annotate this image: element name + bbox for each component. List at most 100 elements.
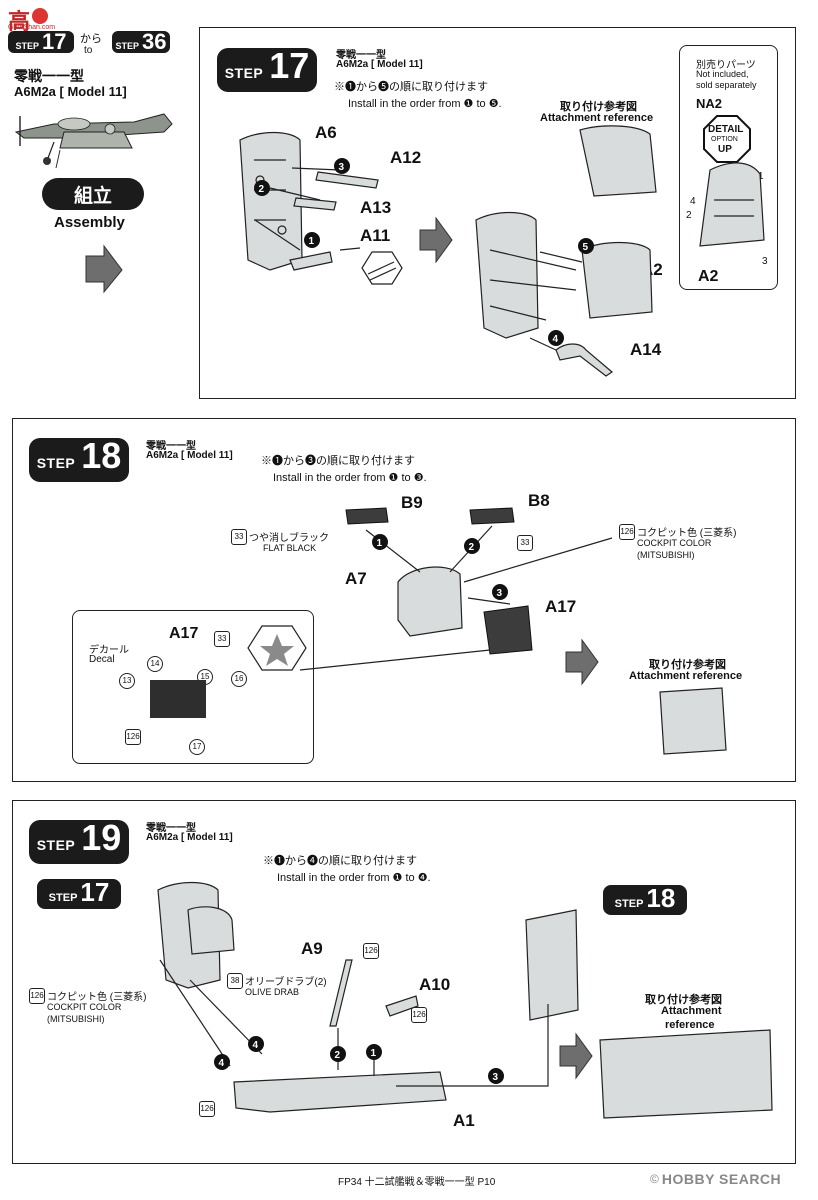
assembly-jp: 組立 [73, 185, 112, 207]
step19-ref-en1: Attachment [661, 1005, 722, 1017]
step19-color126-jp: コクピット色 (三菱系) [47, 992, 147, 1003]
decal-num-126: 126 [125, 729, 141, 745]
step18-color126-en2: (MITSUBISHI) [637, 550, 695, 560]
step17-order-en: Install in the order from ❶ to ❺. [348, 98, 502, 110]
step19-color38-jp: オリーブドラブ(2) [245, 977, 327, 988]
step18-color33-num: 33 [231, 529, 247, 545]
step17-part-a11: A11 [360, 226, 391, 245]
decal-part-a17: A17 [169, 625, 199, 642]
footer-page-label: FP34 十二試艦戦＆零戦一一型 P10 [338, 1177, 496, 1188]
step17-step-num: 17 [269, 45, 310, 86]
step19-order-en: Install in the order from ❶ to ❹. [277, 872, 431, 884]
option-word: OPTION [711, 136, 738, 143]
decal-en: Decal [89, 654, 115, 665]
step18-model-jp: 零戦一一型 [146, 441, 196, 452]
footer-brand-text: HOBBY SEARCH [661, 1171, 782, 1187]
step18-order-jp: ※❶から❸の順に取り付けます [261, 455, 415, 467]
step18-part-a7: A7 [345, 569, 367, 588]
step19-ref-jp: 取り付け参考図 [645, 994, 722, 1006]
step17-part-a6: A6 [315, 123, 337, 142]
step17-part-a14: A14 [630, 340, 662, 359]
step19-color126-en1: COCKPIT COLOR [47, 1002, 122, 1012]
step19-color126-num: 126 [29, 988, 45, 1004]
step19-part-a1: A1 [453, 1111, 475, 1130]
decal-num-13: 13 [119, 673, 135, 689]
step19-extra126-b: 126 [411, 1007, 427, 1023]
step18-part-a17: A17 [545, 597, 577, 616]
footer-brand: © HOBBY SEARCH [650, 1171, 781, 1187]
step19-model-en: A6M2a [ Model 11] [146, 832, 233, 843]
step19-order-jp: ※❶から❹の順に取り付けます [263, 855, 417, 867]
step18-step-num: 18 [81, 435, 122, 476]
detail-word: DETAIL [708, 124, 744, 135]
step19-badge: STEP 19 [29, 820, 129, 864]
step19-sub17-num: 17 [80, 877, 110, 907]
step17-part-a13: A13 [360, 198, 392, 217]
step18-color126-num: 126 [619, 524, 635, 540]
step18-ref-en: Attachment reference [629, 670, 743, 682]
step17-part-a2: A2 [641, 260, 663, 279]
step19-sub18-badge: STEP 18 [603, 885, 687, 915]
decal-num-33: 33 [214, 631, 230, 647]
step18-step-word: STEP [36, 455, 76, 471]
step17-ref-en: Attachment reference [540, 112, 654, 124]
footer-copyright-icon: © [650, 1172, 659, 1186]
up-word: UP [718, 144, 732, 155]
step18-panel: STEP 18 零戦一一型 A6M2a [ Model 11] ※❶から❸の順に… [12, 418, 796, 782]
step17-order-jp: ※❶から❺の順に取り付けます [334, 81, 488, 93]
step19-panel: STEP 19 零戦一一型 A6M2a [ Model 11] ※❶から❹の順に… [12, 800, 796, 1164]
step19-step-word: STEP [36, 837, 76, 853]
step18-color126-jp: コクピット色 (三菱系) [637, 528, 737, 539]
option-en2: sold separately [696, 80, 757, 90]
step18-part-b9: B9 [401, 493, 423, 512]
step18-color33-b: 33 [517, 535, 533, 551]
detail-option-badge: DETAIL OPTION UP [702, 114, 752, 164]
step19-part-a9: A9 [301, 939, 323, 958]
option-jp: 別売りパーツ [696, 60, 756, 71]
step19-color38-en: OLIVE DRAB [245, 987, 300, 997]
step19-ref-en2: reference [665, 1019, 715, 1031]
step17-part-a12: A12 [390, 148, 422, 167]
decal-num-15: 15 [197, 669, 213, 685]
step18-decal-box: デカール Decal A17 33 14 15 13 16 126 17 [72, 610, 314, 764]
option-en1: Not included, [696, 69, 749, 79]
step17-badge: STEP 17 [217, 48, 317, 92]
step19-color126-en2: (MITSUBISHI) [47, 1014, 105, 1024]
step17-panel: STEP 17 零戦一一型 A6M2a [ Model 11] ※❶から❺の順に… [199, 27, 796, 399]
decal-num-16: 16 [231, 671, 247, 687]
header-to-step: 36 [142, 29, 167, 54]
assembly-en: Assembly [54, 214, 125, 231]
step18-part-b8: B8 [528, 491, 550, 510]
header-step-word-2: STEP [115, 41, 140, 51]
step18-ref-jp: 取り付け参考図 [649, 659, 726, 671]
header-model-en: A6M2a [ Model 11] [14, 84, 127, 99]
header-to-label: to [84, 45, 93, 56]
step18-badge: STEP 18 [29, 438, 129, 482]
step19-sub17-word: STEP [48, 892, 78, 904]
step18-color33-en: FLAT BLACK [263, 543, 317, 553]
step17-option-box: 別売りパーツ Not included, sold separately NA2… [679, 45, 778, 290]
step17-model-en: A6M2a [ Model 11] [336, 59, 423, 70]
step17-ref-jp: 取り付け参考図 [560, 101, 637, 113]
header-model-jp: 零戦一一型 [14, 68, 84, 84]
step19-sub18-num: 18 [646, 883, 676, 913]
option-num-4: 4 [690, 196, 696, 207]
watermark-logo-char: 高 [8, 9, 31, 34]
watermark-dot [32, 8, 48, 24]
decal-num-17: 17 [189, 739, 205, 755]
assembly-badge: 組立 [42, 178, 144, 210]
watermark-logo: 高 Gao-Shan.com [8, 4, 78, 34]
step19-extra126-c: 126 [199, 1101, 215, 1117]
option-bottom-part: A2 [698, 268, 719, 285]
step18-color126-en1: COCKPIT COLOR [637, 538, 712, 548]
step18-model-en: A6M2a [ Model 11] [146, 450, 233, 461]
step19-part-a10: A10 [419, 975, 451, 994]
option-num-1: 1 [758, 171, 764, 182]
header-step-word: STEP [15, 41, 40, 51]
step17-model-jp: 零戦一一型 [336, 50, 386, 61]
decal-jp: デカール [89, 645, 129, 656]
step19-model-jp: 零戦一一型 [146, 823, 196, 834]
step18-color33-jp: つや消しブラック [249, 533, 329, 544]
step19-sub18-word: STEP [614, 898, 644, 910]
header-from-step-badge: STEP 17 [8, 31, 74, 53]
